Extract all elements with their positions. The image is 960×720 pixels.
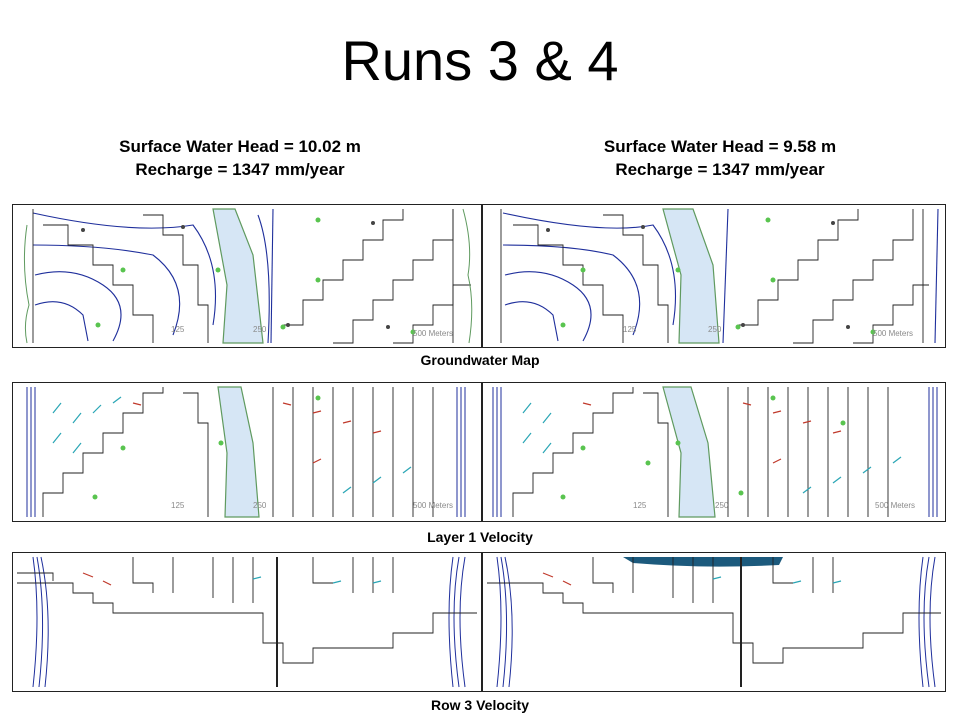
scale-label-125: 125	[171, 501, 185, 510]
layer1-velocity-caption: Layer 1 Velocity	[427, 529, 533, 545]
row3-velocity-run3	[12, 552, 482, 692]
scale-label-125: 125	[633, 501, 647, 510]
row3-velocity-caption: Row 3 Velocity	[430, 697, 530, 713]
slide-title: Runs 3 & 4	[341, 29, 619, 92]
row3-velocity-run4	[482, 552, 946, 692]
run3-head-line: Surface Water Head = 10.02 m	[119, 137, 361, 156]
scale-label-500: 500 Meters	[413, 501, 454, 510]
run4-recharge-line: Recharge = 1347 mm/year	[615, 160, 825, 179]
run3-header: Surface Water Head = 10.02 m Recharge = …	[0, 135, 480, 181]
layer1-velocity-run4-plot	[483, 383, 945, 521]
layer1-velocity-run4: 125 250 500 Meters	[482, 382, 946, 522]
run4-header: Surface Water Head = 9.58 m Recharge = 1…	[480, 135, 960, 181]
groundwater-map-run3: 125 250 500 Meters	[12, 204, 482, 348]
scale-label-250: 250	[253, 501, 267, 510]
scale-label-125: 125	[171, 325, 185, 334]
run3-recharge-line: Recharge = 1347 mm/year	[135, 160, 345, 179]
row3-velocity-run3-plot	[13, 553, 481, 691]
layer1-velocity-run3: 125 250 500 Meters	[12, 382, 482, 522]
scale-label-500: 500 Meters	[413, 329, 454, 338]
row3-velocity-run4-plot	[483, 553, 945, 691]
scale-label-500: 500 Meters	[875, 501, 916, 510]
scale-label-125: 125	[623, 325, 637, 334]
groundwater-map-run4-plot	[483, 205, 945, 347]
scale-label-250: 250	[253, 325, 267, 334]
groundwater-map-caption: Groundwater Map	[420, 352, 540, 368]
groundwater-map-run3-plot	[13, 205, 481, 347]
scale-label-250: 250	[708, 325, 722, 334]
layer1-velocity-run3-plot	[13, 383, 481, 521]
run4-head-line: Surface Water Head = 9.58 m	[603, 137, 837, 156]
groundwater-map-run4: 125 250 500 Meters	[482, 204, 946, 348]
scale-label-250: 250	[715, 501, 729, 510]
scale-label-500: 500 Meters	[873, 329, 914, 338]
